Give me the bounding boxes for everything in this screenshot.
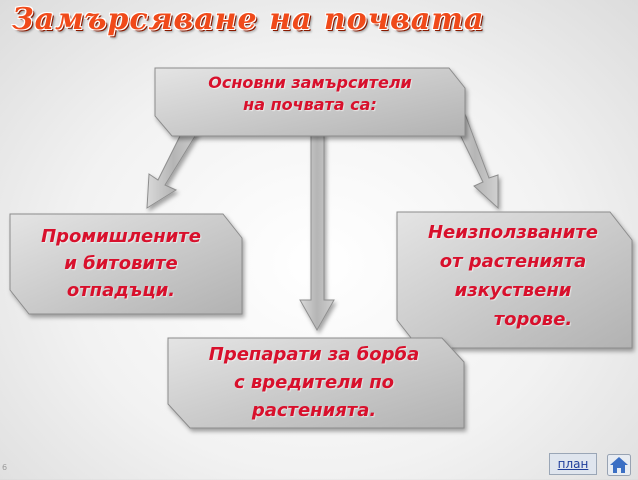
right-box [396, 211, 633, 349]
left-box-line-1: Промишлените [41, 226, 201, 247]
home-button[interactable] [607, 454, 631, 476]
central-box-line-2: на почвата са: [243, 95, 377, 114]
home-icon [607, 454, 631, 476]
right-box-line-3: изкуствени [454, 280, 572, 301]
bottom-box-line-1: Препарати за борба [208, 344, 420, 365]
arrow-to-bottom-box [299, 132, 335, 332]
plan-button[interactable]: план [549, 453, 597, 475]
central-box-text: Основни замърсители на почвата са: [160, 72, 460, 116]
right-box-line-1: Неизползваните [427, 222, 598, 243]
bottom-box [167, 337, 465, 429]
bottom-box-text: Препарати за борба с вредители по растен… [172, 341, 456, 425]
bottom-box-line-2: с вредители по [233, 372, 395, 393]
arrow-to-left-box [146, 121, 201, 209]
left-box-text: Промишлените и битовите отпадъци. [12, 223, 230, 304]
arrow-to-right-box [451, 113, 499, 210]
left-box-line-3: отпадъци. [66, 280, 176, 301]
slide-number: 6 [2, 463, 8, 472]
page-title: Замърсяване на почвата [12, 2, 485, 37]
central-box [154, 67, 466, 137]
right-box-line-4: торове. [493, 309, 573, 330]
bottom-box-line-3: растенията. [251, 400, 377, 421]
left-box-line-2: и битовите [64, 253, 178, 274]
right-box-text: Неизползваните от растенията изкуствени … [398, 218, 628, 334]
right-box-line-2: от растенията [439, 251, 587, 272]
central-box-line-1: Основни замърсители [208, 73, 412, 92]
left-box [9, 213, 243, 315]
